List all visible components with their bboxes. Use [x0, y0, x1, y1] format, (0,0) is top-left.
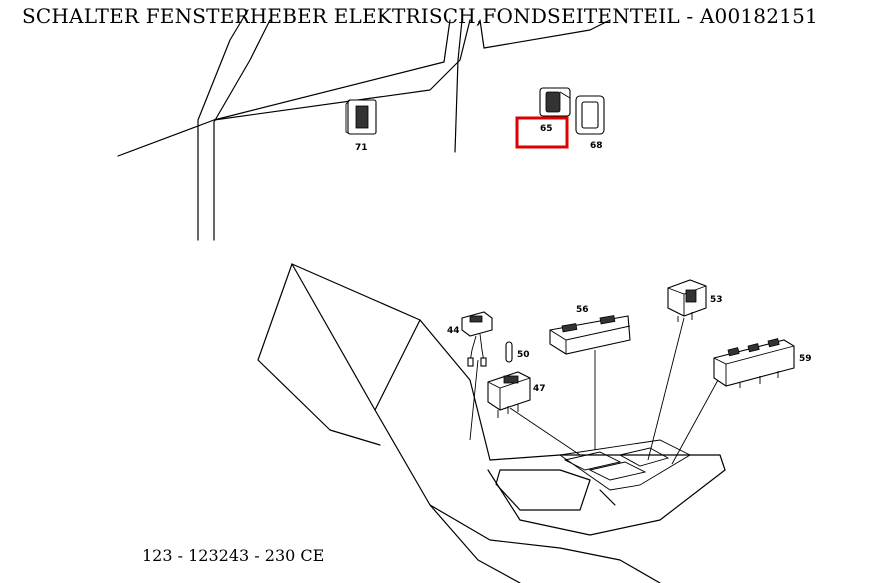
part-label-59: 59 [799, 354, 812, 364]
part-59-switch-block[interactable] [713, 338, 795, 388]
part-label-56: 56 [576, 305, 589, 315]
part-label-53: 53 [710, 295, 723, 305]
diagram-title: SCHALTER FENSTERHEBER ELEKTRISCH,FONDSEI… [22, 4, 818, 28]
part-label-47: 47 [533, 384, 546, 394]
door-frame [117, 9, 611, 241]
part-label-68: 68 [590, 141, 603, 151]
part-68-frame[interactable] [575, 95, 605, 135]
part-label-65: 65 [540, 124, 553, 134]
part-47-switch[interactable] [487, 371, 531, 418]
part-71-switch[interactable] [345, 99, 377, 135]
part-label-44: 44 [447, 326, 460, 336]
part-65-switch[interactable] [539, 87, 571, 117]
part-44-switch[interactable] [461, 311, 493, 367]
part-label-71: 71 [355, 143, 368, 153]
part-label-50: 50 [517, 350, 530, 360]
leader-lines [469, 317, 719, 465]
part-56-switch-block[interactable] [549, 315, 631, 355]
model-reference: 123 - 123243 - 230 CE [142, 546, 325, 565]
highlight-box [515, 116, 569, 149]
center-console [257, 263, 726, 583]
part-53-switch[interactable] [667, 279, 707, 322]
part-50-bulb[interactable] [505, 341, 513, 363]
